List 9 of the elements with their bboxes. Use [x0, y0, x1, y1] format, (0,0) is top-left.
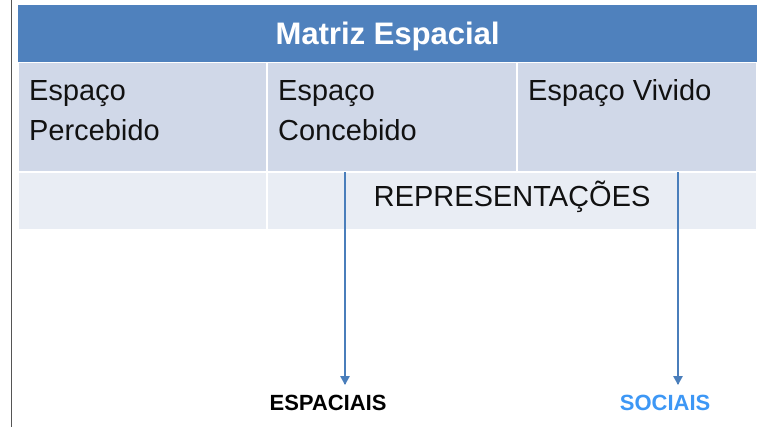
text-label: ESPACIAIS	[228, 390, 428, 416]
table-cell: Espaço Concebido	[267, 62, 517, 172]
arrow	[673, 172, 683, 385]
table-cell: Espaço Vivido	[517, 62, 757, 172]
table-cell: Espaço Percebido	[18, 62, 267, 172]
table-cell: REPRESENTAÇÕES	[267, 172, 757, 230]
text-label: SOCIAIS	[565, 390, 757, 416]
arrow	[340, 172, 350, 385]
table-header: Matriz Espacial	[18, 5, 757, 62]
